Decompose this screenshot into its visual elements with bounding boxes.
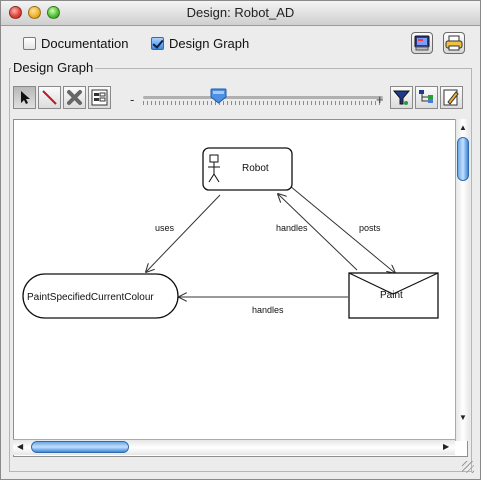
horizontal-scroll-thumb[interactable] [31, 441, 129, 453]
title-bar[interactable]: Design: Robot_AD [1, 1, 480, 26]
design-graph-canvas[interactable]: uses handles posts handles Robot [13, 119, 468, 457]
node-paint-specified-label: PaintSpecifiedCurrentColour [27, 292, 154, 303]
edge-uses[interactable] [146, 194, 221, 272]
draw-line-icon [42, 90, 57, 105]
view-options-row: Documentation Design Graph [1, 25, 480, 63]
filter-icon [392, 90, 411, 105]
horizontal-scrollbar[interactable]: ◀ ▶ [13, 439, 455, 455]
select-tool-button[interactable] [13, 86, 36, 109]
delete-tool-button[interactable] [63, 86, 86, 109]
zoom-out-label: - [130, 92, 135, 107]
zoom-button[interactable] [47, 6, 60, 19]
edge-uses-label: uses [155, 223, 175, 233]
edge-handles-paint-label: handles [252, 305, 284, 315]
documentation-label: Documentation [41, 36, 129, 51]
monitor-button[interactable] [411, 32, 433, 54]
design-graph-checkbox-box[interactable] [151, 37, 164, 50]
filter-tool-button[interactable] [390, 86, 413, 109]
delete-icon [67, 90, 82, 105]
zoom-slider-knob[interactable] [210, 88, 227, 104]
edit-tool-button[interactable] [440, 86, 463, 109]
graph-toolbar: - + [13, 86, 469, 116]
zoom-slider[interactable] [143, 88, 383, 106]
design-graph-label: Design Graph [169, 36, 250, 51]
edge-posts-label: posts [359, 223, 381, 233]
close-button[interactable] [9, 6, 22, 19]
minimize-button[interactable] [28, 6, 41, 19]
zoom-slider-ticks [143, 101, 383, 105]
vertical-scroll-thumb[interactable] [457, 137, 469, 181]
diagram-svg: uses handles posts handles Robot [22, 147, 439, 319]
node-robot[interactable]: Robot [202, 147, 293, 191]
scroll-up-arrow-icon[interactable]: ▲ [459, 123, 467, 132]
window-controls [9, 6, 60, 20]
zoom-slider-track [143, 96, 383, 99]
printer-icon [445, 35, 463, 51]
scroll-right-arrow-icon[interactable]: ▶ [443, 442, 450, 451]
tree-layout-icon [419, 90, 433, 103]
edge-handles-robot[interactable] [278, 194, 358, 271]
tree-layout-tool-button[interactable] [415, 86, 438, 109]
line-tool-button[interactable] [38, 86, 61, 109]
actor-icon [208, 154, 220, 183]
zoom-in-label: + [376, 92, 384, 107]
scroll-down-arrow-icon[interactable]: ▼ [459, 413, 467, 422]
node-paint[interactable]: Paint [348, 272, 439, 319]
monitor-icon [414, 35, 430, 51]
design-graph-checkbox[interactable]: Design Graph [151, 36, 249, 51]
edit-icon [443, 89, 459, 106]
node-paint-label: Paint [380, 290, 403, 301]
documentation-checkbox[interactable]: Documentation [23, 36, 128, 51]
node-paint-specified-current-colour[interactable]: PaintSpecifiedCurrentColour [22, 273, 179, 319]
select-arrow-icon [21, 91, 30, 104]
print-button[interactable] [443, 32, 465, 54]
resize-grip-icon[interactable] [462, 461, 474, 473]
design-graph-group-label: Design Graph [11, 60, 96, 75]
design-graph-group [9, 68, 472, 472]
properties-tool-button[interactable] [88, 86, 111, 109]
edge-handles-robot-label: handles [276, 223, 308, 233]
window-title: Design: Robot_AD [186, 5, 295, 20]
envelope-icon [348, 272, 439, 295]
properties-icon [91, 89, 108, 106]
node-robot-label: Robot [242, 163, 269, 174]
edge-posts[interactable] [289, 185, 395, 273]
scroll-left-arrow-icon[interactable]: ◀ [17, 442, 24, 451]
vertical-scrollbar[interactable]: ▲ ▼ [455, 119, 470, 441]
documentation-checkbox-box[interactable] [23, 37, 36, 50]
